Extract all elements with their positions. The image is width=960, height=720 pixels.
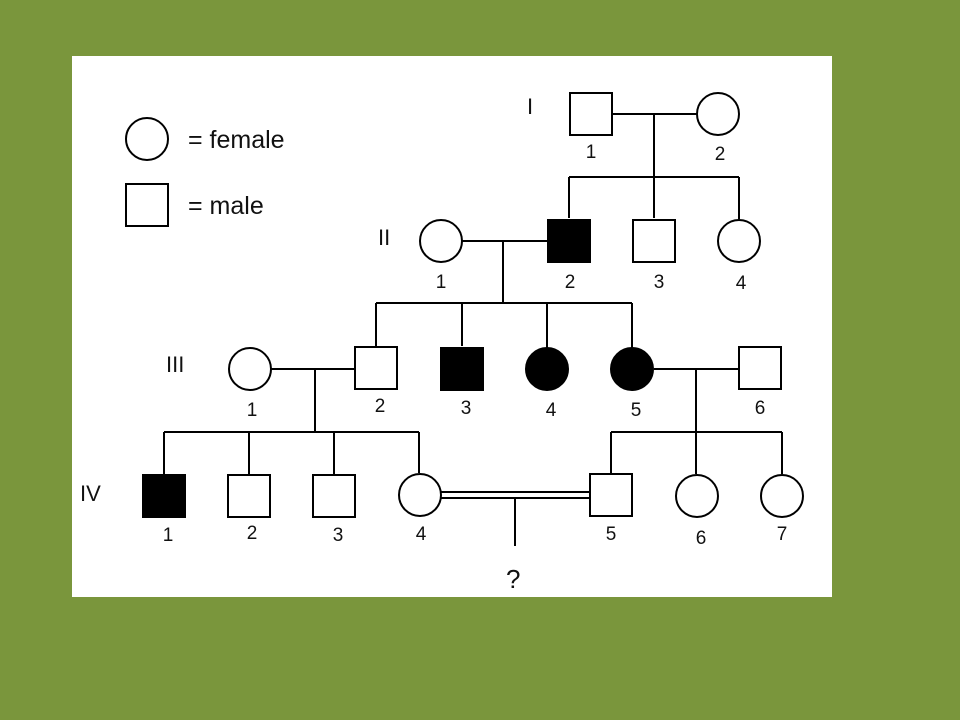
individual-label-iii-1: 1 xyxy=(247,400,258,421)
individual-label-iv-2: 2 xyxy=(247,523,258,544)
individual-ii-3-male xyxy=(632,219,676,263)
individual-label-iv-3: 3 xyxy=(333,525,344,546)
individual-ii-1-female xyxy=(419,219,463,263)
individual-ii-4-female xyxy=(717,219,761,263)
individual-iv-6-female xyxy=(675,474,719,518)
individual-iv-5-male xyxy=(589,473,633,517)
individual-label-iii-2: 2 xyxy=(375,396,386,417)
generation-label-i: I xyxy=(527,94,533,119)
individual-label-iv-7: 7 xyxy=(777,524,788,545)
individual-label-ii-4: 4 xyxy=(736,273,747,294)
individual-label-i-1: 1 xyxy=(586,142,597,163)
legend-male-label: = male xyxy=(188,192,264,220)
individual-label-iv-4: 4 xyxy=(416,524,427,545)
individual-label-i-2: 2 xyxy=(715,144,726,165)
legend-male-icon xyxy=(125,183,169,227)
individual-i-2-female xyxy=(696,92,740,136)
individual-iv-7-female xyxy=(760,474,804,518)
legend-female-label: = female xyxy=(188,126,285,154)
generation-label-ii: II xyxy=(378,225,390,250)
individual-ii-2-male-affected xyxy=(547,219,591,263)
individual-i-1-male xyxy=(569,92,613,136)
individual-iv-2-male xyxy=(227,474,271,518)
legend: = female = male xyxy=(125,117,285,227)
individual-iii-4-female-affected xyxy=(525,347,569,391)
individual-iii-2-male xyxy=(354,346,398,390)
individual-iii-3-male-affected xyxy=(440,347,484,391)
individual-label-ii-1: 1 xyxy=(436,272,447,293)
relationship-lines xyxy=(163,113,783,546)
individuals: 1 2 1 2 3 4 1 2 3 4 5 6 1 2 3 4 5 6 7 xyxy=(142,92,804,549)
individual-label-iii-3: 3 xyxy=(461,398,472,419)
individual-label-ii-3: 3 xyxy=(654,272,665,293)
individual-iv-4-female xyxy=(398,473,442,517)
individual-label-ii-2: 2 xyxy=(565,272,576,293)
individual-label-iii-6: 6 xyxy=(755,398,766,419)
unknown-offspring-label: ? xyxy=(506,564,520,594)
individual-label-iii-4: 4 xyxy=(546,400,557,421)
individual-iv-1-male-affected xyxy=(142,474,186,518)
individual-label-iv-5: 5 xyxy=(606,524,617,545)
individual-label-iv-6: 6 xyxy=(696,528,707,549)
individual-iii-6-male xyxy=(738,346,782,390)
generation-label-iv: IV xyxy=(80,481,101,506)
individual-iii-5-female-affected xyxy=(610,347,654,391)
individual-label-iii-5: 5 xyxy=(631,400,642,421)
legend-female-icon xyxy=(125,117,169,161)
individual-iii-1-female xyxy=(228,347,272,391)
individual-iv-3-male xyxy=(312,474,356,518)
individual-label-iv-1: 1 xyxy=(163,525,174,546)
generation-label-iii: III xyxy=(166,352,184,377)
